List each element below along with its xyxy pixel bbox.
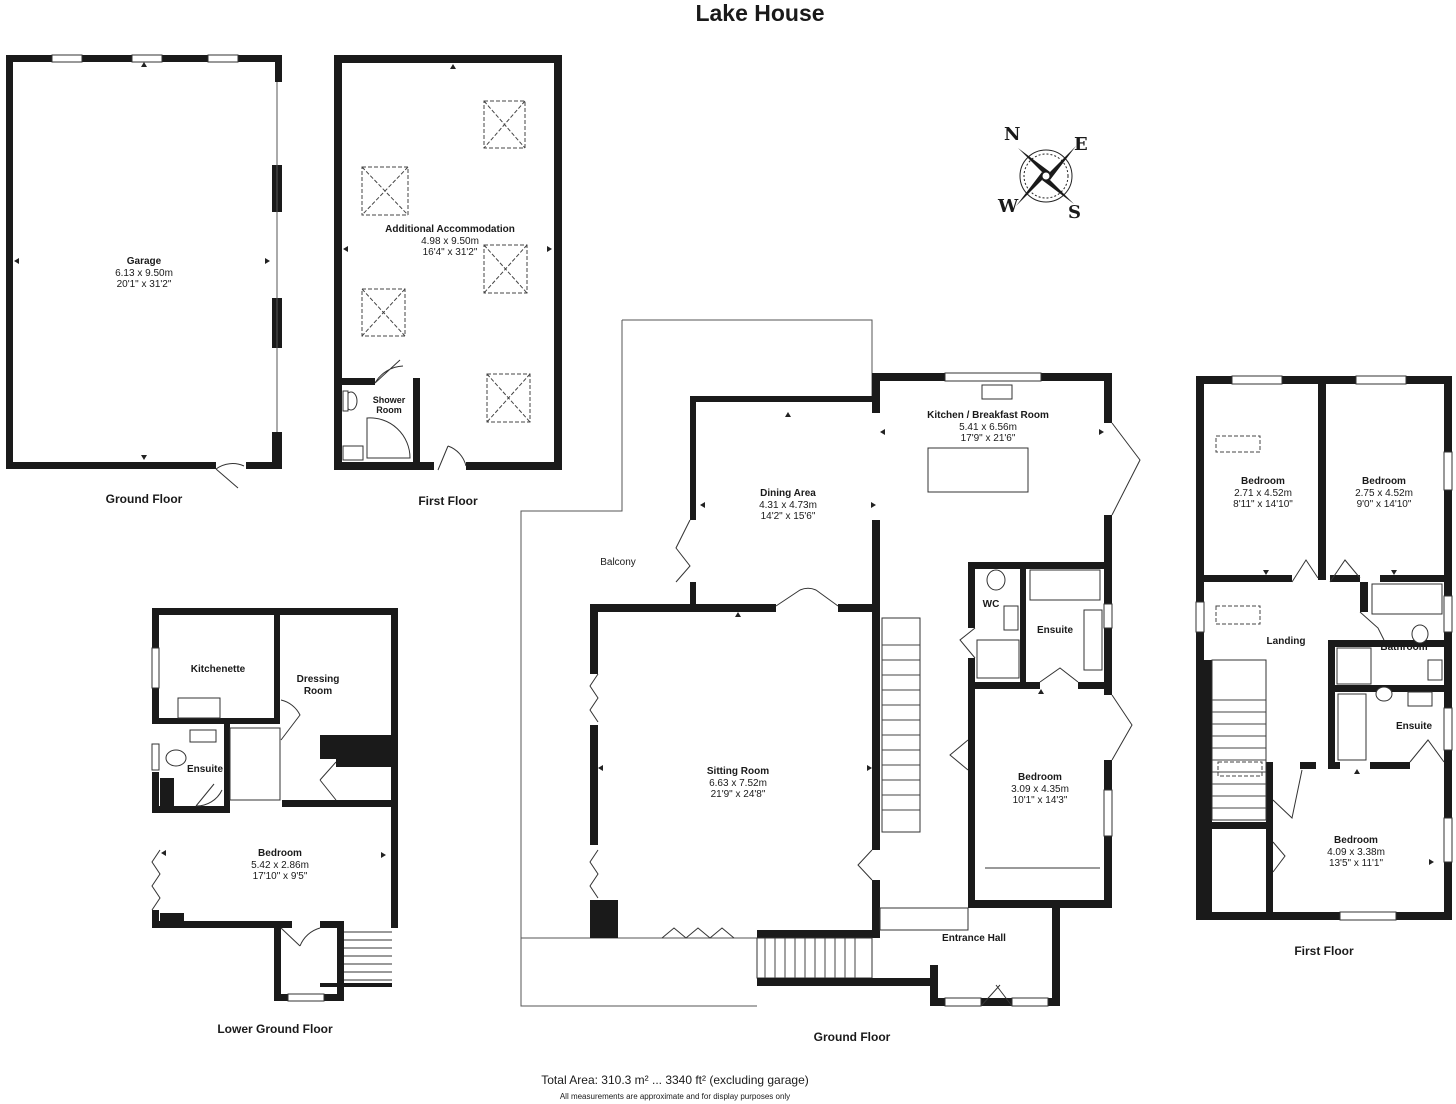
room-imperial: 17'9" x 21'6"	[960, 433, 1016, 444]
compass-s: S	[1068, 202, 1081, 223]
room-name-2: Room	[303, 686, 333, 697]
room-imperial: 10'1" x 14'3"	[1012, 795, 1068, 806]
room-bathroom: Bathroom	[1380, 642, 1427, 654]
room-kitchen: Kitchen / Breakfast Room 5.41 x 6.56m 17…	[927, 410, 1049, 444]
plan-title: Lake House	[695, 0, 825, 26]
room-name: Landing	[1266, 636, 1306, 647]
disclaimer: All measurements are approximate and for…	[559, 1092, 791, 1101]
room-name: Bedroom	[1241, 476, 1285, 487]
floor-label-main-ground: Ground Floor	[813, 1030, 891, 1044]
room-name: Bedroom	[1362, 476, 1406, 487]
room-name-2: Room	[376, 405, 402, 415]
room-imperial: 21'9" x 24'8"	[710, 789, 766, 800]
compass-w: W	[998, 196, 1019, 217]
room-name: Entrance Hall	[942, 933, 1006, 944]
room-name: Ensuite	[1036, 625, 1074, 636]
room-name: Dining Area	[760, 488, 816, 499]
annex-plan	[334, 55, 562, 471]
room-metric: 5.42 x 2.86m	[251, 860, 309, 871]
room-metric: 3.09 x 4.35m	[1011, 784, 1069, 795]
room-name: Ensuite	[1395, 721, 1433, 732]
room-ensuite-first: Ensuite	[1396, 721, 1432, 733]
room-imperial: 9'0" x 14'10"	[1356, 499, 1412, 510]
main-ground-plan	[520, 319, 1141, 1007]
room-name: Kitchen / Breakfast Room	[927, 410, 1049, 421]
room-additional-accommodation: Additional Accommodation 4.98 x 9.50m 16…	[385, 224, 515, 258]
room-kitchenette: Kitchenette	[191, 664, 245, 676]
room-name: Kitchenette	[190, 664, 246, 675]
room-entrance-hall: Entrance Hall	[942, 933, 1006, 945]
room-dressing: Dressing Room	[297, 674, 340, 698]
floor-label-main-first: First Floor	[1294, 944, 1354, 958]
garage-plan	[6, 54, 282, 489]
floor-label-lower-ground: Lower Ground Floor	[217, 1022, 333, 1036]
compass-rose	[1016, 146, 1076, 206]
room-bedroom-lower: Bedroom 5.42 x 2.86m 17'10" x 9'5"	[251, 848, 309, 882]
room-metric: 4.98 x 9.50m	[421, 236, 479, 247]
room-name: Sitting Room	[706, 766, 770, 777]
room-imperial: 14'2" x 15'6"	[760, 511, 816, 522]
room-name: Bedroom	[258, 848, 302, 859]
room-name: Additional Accommodation	[385, 224, 515, 235]
floor-label-annex: First Floor	[418, 494, 478, 508]
room-wc: WC	[983, 599, 1000, 611]
room-imperial: 16'4" x 31'2"	[422, 247, 478, 258]
room-name: Bedroom	[1018, 772, 1062, 783]
main-first-plan	[1195, 375, 1453, 921]
room-ensuite-ground: Ensuite	[1037, 625, 1073, 637]
room-sitting: Sitting Room 6.63 x 7.52m 21'9" x 24'8"	[707, 766, 769, 800]
room-metric: 6.13 x 9.50m	[115, 268, 173, 279]
room-dining: Dining Area 4.31 x 4.73m 14'2" x 15'6"	[759, 488, 817, 522]
room-bedroom-first-1: Bedroom 2.71 x 4.52m 8'11" x 14'10"	[1233, 476, 1293, 510]
room-metric: 4.09 x 3.38m	[1327, 847, 1385, 858]
room-ensuite-lower: Ensuite	[187, 764, 223, 776]
room-shower: Shower Room	[373, 395, 406, 415]
room-imperial: 20'1" x 31'2"	[116, 279, 172, 290]
compass-e: E	[1074, 134, 1088, 155]
room-bedroom-first-3: Bedroom 4.09 x 3.38m 13'5" x 11'1"	[1327, 835, 1385, 869]
room-landing: Landing	[1267, 636, 1306, 648]
floor-label-garage: Ground Floor	[105, 492, 183, 506]
room-metric: 4.31 x 4.73m	[759, 500, 817, 511]
room-name: Bathroom	[1380, 642, 1428, 653]
room-imperial: 8'11" x 14'10"	[1233, 499, 1293, 510]
room-name: WC	[982, 599, 1000, 610]
room-name: Ensuite	[186, 764, 224, 775]
room-metric: 2.75 x 4.52m	[1355, 488, 1413, 499]
room-imperial: 17'10" x 9'5"	[252, 871, 308, 882]
room-name: Bedroom	[1334, 835, 1378, 846]
room-imperial: 13'5" x 11'1"	[1328, 858, 1384, 869]
room-metric: 2.71 x 4.52m	[1234, 488, 1292, 499]
total-area: Total Area: 310.3 m² ... 3340 ft² (exclu…	[541, 1073, 809, 1087]
compass-n: N	[1004, 124, 1021, 145]
room-bedroom-ground: Bedroom 3.09 x 4.35m 10'1" x 14'3"	[1011, 772, 1069, 806]
room-name: Garage	[126, 256, 162, 267]
room-balcony: Balcony	[600, 557, 636, 568]
room-bedroom-first-2: Bedroom 2.75 x 4.52m 9'0" x 14'10"	[1355, 476, 1413, 510]
lower-ground-plan	[151, 608, 398, 1002]
room-metric: 5.41 x 6.56m	[959, 422, 1017, 433]
room-name: Shower	[372, 395, 406, 405]
room-garage: Garage 6.13 x 9.50m 20'1" x 31'2"	[115, 256, 173, 290]
room-metric: 6.63 x 7.52m	[709, 778, 767, 789]
room-name: Dressing	[296, 674, 340, 685]
